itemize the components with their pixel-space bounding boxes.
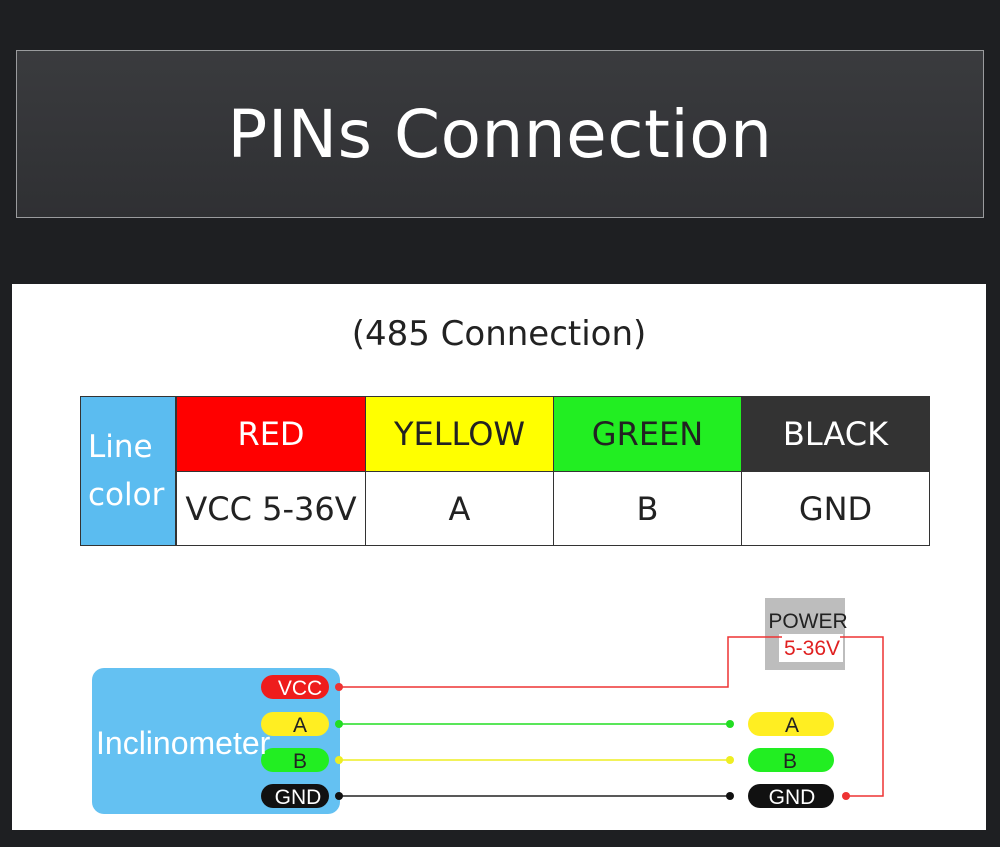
terminal-dot-remote-a	[726, 720, 734, 728]
remote-label-a: A	[785, 714, 799, 737]
device-pin-gnd	[261, 784, 329, 808]
signal-cell-vcc: VCC 5-36V	[176, 471, 366, 546]
device-pin-a	[261, 712, 329, 736]
signal-value: B	[636, 489, 659, 528]
power-return-wire	[840, 636, 884, 797]
color-name: RED	[237, 415, 305, 453]
remote-label-b: B	[783, 750, 797, 773]
terminal-dot-power-return	[842, 792, 850, 800]
terminal-dot-vcc	[335, 683, 343, 691]
signal-cell-gnd: GND	[741, 471, 930, 546]
terminal-dot-a	[335, 720, 343, 728]
remote-pin-gnd	[748, 784, 834, 808]
pin-label-gnd: GND	[275, 786, 322, 809]
terminal-dot-remote-gnd	[726, 792, 734, 800]
pin-label-vcc: VCC	[278, 677, 322, 700]
terminal-dot-remote-b	[726, 756, 734, 764]
connection-subtitle: (485 Connection)	[351, 314, 647, 354]
power-range: 5-36V	[784, 637, 840, 660]
device-label: Inclinometer	[96, 725, 271, 761]
pin-label-b: B	[293, 750, 307, 773]
device-pin-b	[261, 748, 329, 772]
color-name: GREEN	[591, 415, 704, 453]
vcc-wire	[339, 636, 782, 688]
remote-label-gnd: GND	[769, 786, 816, 809]
title-banner: PINs Connection	[16, 50, 984, 218]
terminal-dot-gnd	[335, 792, 343, 800]
wiring-diagram: POWER 5-36V VCC A B GND Inclinometer A B…	[92, 598, 884, 814]
terminal-dot-b	[335, 756, 343, 764]
signal-value: A	[448, 489, 471, 528]
inclinometer-block	[92, 668, 340, 814]
remote-pin-b	[748, 748, 834, 772]
signal-value: GND	[798, 489, 873, 528]
color-cell-red: RED	[176, 396, 366, 472]
signal-value: VCC 5-36V	[185, 489, 357, 528]
color-name: BLACK	[782, 415, 889, 453]
power-range-bg	[779, 634, 843, 662]
power-label: POWER	[768, 610, 847, 633]
pin-label-a: A	[293, 714, 307, 737]
line-color-label: Line color	[88, 429, 165, 513]
device-pin-vcc	[261, 675, 329, 699]
color-cell-black: BLACK	[741, 396, 930, 472]
diagram-panel: (485 Connection) Line color RED YELLOW G…	[12, 284, 986, 830]
page-title: PINs Connection	[227, 95, 773, 173]
line-color-header: Line color	[80, 396, 176, 546]
color-name: YELLOW	[393, 415, 526, 453]
remote-pin-a	[748, 712, 834, 736]
color-cell-green: GREEN	[553, 396, 742, 472]
